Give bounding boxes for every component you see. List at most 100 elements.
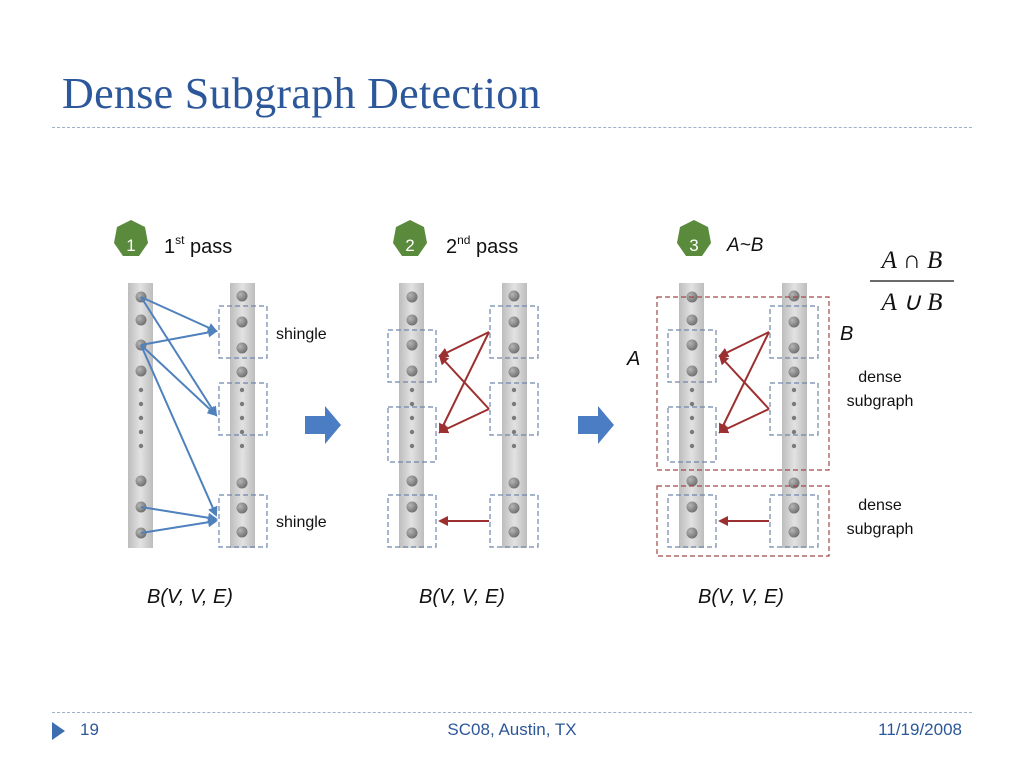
vertex-node bbox=[236, 316, 248, 328]
step-2-number: 2 bbox=[405, 236, 414, 255]
shingle-label-top: shingle bbox=[276, 326, 327, 343]
vertex-ellipsis-dot bbox=[138, 429, 144, 435]
svg-text:2nd pass: 2nd pass bbox=[446, 233, 518, 258]
dense-subgraph-box-2 bbox=[656, 485, 830, 557]
panel-3-graph-label: B(V, V, E) bbox=[698, 586, 784, 608]
vertex-node bbox=[406, 339, 418, 351]
edge bbox=[438, 354, 490, 410]
vertex-ellipsis-dot bbox=[689, 387, 695, 393]
vertex-node bbox=[686, 365, 698, 377]
edge bbox=[140, 506, 218, 523]
vertex-ellipsis-dot bbox=[689, 401, 695, 407]
vertex-node bbox=[135, 314, 147, 326]
vertex-ellipsis-dot bbox=[511, 429, 517, 435]
vertex-ellipsis-dot bbox=[409, 443, 415, 449]
vertex-node bbox=[236, 526, 248, 538]
vertex-node bbox=[508, 342, 520, 354]
vertex-node bbox=[406, 527, 418, 539]
dense-subgraph-box-1 bbox=[656, 296, 830, 471]
vertex-node bbox=[788, 366, 800, 378]
dense-label-1-line1: dense bbox=[858, 369, 902, 386]
vertex-ellipsis-dot bbox=[511, 387, 517, 393]
panel-3-edges bbox=[718, 331, 770, 526]
step-2-pass-label: pass bbox=[476, 236, 518, 258]
vertex-node bbox=[686, 314, 698, 326]
vertex-ellipsis-dot bbox=[511, 443, 517, 449]
vertex-ellipsis-dot bbox=[239, 415, 245, 421]
vertex-node bbox=[236, 502, 248, 514]
shingle-box-right-2 bbox=[769, 382, 819, 436]
shingle-box-left-1 bbox=[667, 329, 717, 383]
step-1-header: 1 1st pass bbox=[114, 220, 232, 258]
vertex-node bbox=[788, 316, 800, 328]
vertex-ellipsis-dot bbox=[791, 401, 797, 407]
vertex-ellipsis-dot bbox=[138, 401, 144, 407]
edge bbox=[140, 344, 218, 517]
panel-2-edges bbox=[438, 331, 490, 526]
vertex-node bbox=[236, 477, 248, 489]
edge bbox=[140, 296, 218, 417]
formula-numerator: A ∩ B bbox=[880, 247, 943, 274]
vertex-node bbox=[508, 290, 520, 302]
vertex-node bbox=[236, 366, 248, 378]
vertex-ellipsis-dot bbox=[409, 415, 415, 421]
step-1-ordinal-suffix: st bbox=[175, 233, 185, 247]
dense-label-2-line2: subgraph bbox=[847, 521, 914, 538]
vertex-ellipsis-dot bbox=[409, 387, 415, 393]
shingle-box-left-2 bbox=[667, 406, 717, 463]
vertex-ellipsis-dot bbox=[791, 443, 797, 449]
title-divider bbox=[52, 127, 972, 128]
vertex-node bbox=[686, 475, 698, 487]
step-2-ordinal-suffix: nd bbox=[457, 233, 470, 247]
slide-title: Dense Subgraph Detection bbox=[62, 69, 541, 118]
shingle-label-bottom: shingle bbox=[276, 514, 327, 531]
vertex-node bbox=[406, 501, 418, 513]
shingle-box-left-2 bbox=[387, 406, 437, 463]
vertex-node bbox=[135, 365, 147, 377]
vertex-node bbox=[788, 502, 800, 514]
jaccard-formula: A ∩ B A ∪ B bbox=[870, 247, 954, 316]
vertex-ellipsis-dot bbox=[138, 443, 144, 449]
footer-triangle-icon bbox=[52, 722, 65, 740]
shingle-box-2 bbox=[218, 382, 268, 436]
vertex-node bbox=[508, 526, 520, 538]
vertex-node bbox=[236, 342, 248, 354]
shingle-box-right-1 bbox=[769, 305, 819, 359]
vertex-node bbox=[686, 501, 698, 513]
vertex-node bbox=[406, 365, 418, 377]
step-1-pass-label: pass bbox=[190, 236, 232, 258]
shingle-box-3 bbox=[218, 494, 268, 548]
vertex-node bbox=[508, 366, 520, 378]
edge bbox=[438, 408, 490, 434]
edge bbox=[140, 517, 218, 534]
vertex-ellipsis-dot bbox=[239, 387, 245, 393]
edge bbox=[438, 331, 490, 357]
footer-venue: SC08, Austin, TX bbox=[447, 720, 577, 739]
vertex-node bbox=[508, 502, 520, 514]
panel-1-graph-label: B(V, V, E) bbox=[147, 586, 233, 608]
edge bbox=[140, 296, 218, 333]
vertex-node bbox=[406, 475, 418, 487]
edge bbox=[140, 344, 218, 417]
shingle-box-right-1 bbox=[489, 305, 539, 359]
vertex-node bbox=[406, 291, 418, 303]
vertex-ellipsis-dot bbox=[138, 387, 144, 393]
step-2-badge bbox=[393, 220, 427, 256]
vertex-ellipsis-dot bbox=[791, 415, 797, 421]
panel-3: A B dense subgraph dense subgraph B(V, V… bbox=[626, 283, 913, 608]
shingle-box-1 bbox=[218, 305, 268, 359]
shingle-box-left-3 bbox=[667, 494, 717, 548]
vertex-node bbox=[686, 527, 698, 539]
vertex-node bbox=[788, 526, 800, 538]
shingle-box-right-2 bbox=[489, 382, 539, 436]
footer-page-number: 19 bbox=[80, 720, 99, 739]
vertex-node bbox=[236, 290, 248, 302]
vertex-ellipsis-dot bbox=[689, 429, 695, 435]
edge bbox=[140, 327, 218, 346]
vertex-ellipsis-dot bbox=[689, 415, 695, 421]
step-1-number: 1 bbox=[126, 236, 135, 255]
vertex-ellipsis-dot bbox=[409, 429, 415, 435]
panel-2-graph-label: B(V, V, E) bbox=[419, 586, 505, 608]
panel-1-edges bbox=[140, 296, 218, 534]
